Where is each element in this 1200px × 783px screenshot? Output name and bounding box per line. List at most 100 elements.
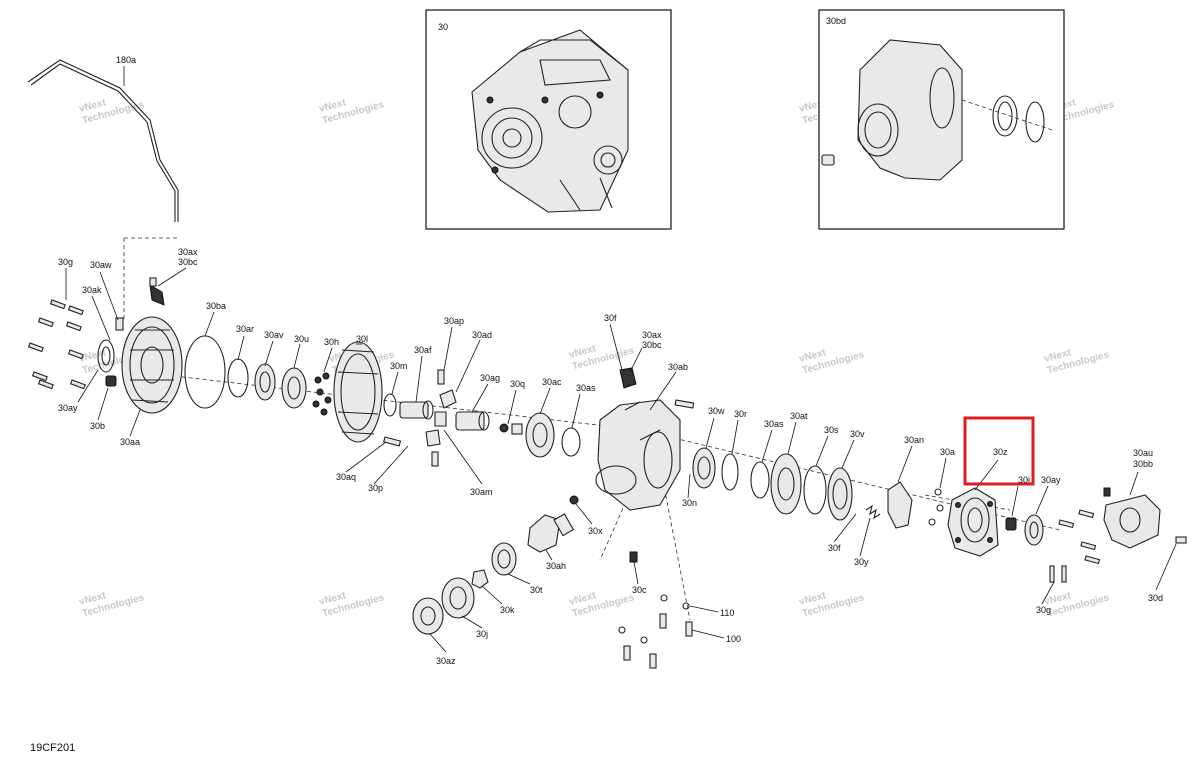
callout-180a[interactable]: 180a [116, 55, 136, 65]
callout-110[interactable]: 110 [720, 608, 734, 618]
differential-case [399, 400, 434, 420]
vent-fitting [115, 317, 124, 331]
callout-30l[interactable]: 30l [356, 334, 368, 344]
callout-30a[interactable]: 30a [940, 447, 955, 457]
bolt-set-right [1049, 509, 1187, 583]
callout-30bc[interactable]: 30bc [178, 257, 198, 267]
callout-30d[interactable]: 30d [1148, 593, 1163, 603]
callout-30av[interactable]: 30av [264, 330, 284, 340]
assembly-axes [123, 237, 1061, 621]
callout-30y[interactable]: 30y [854, 557, 869, 567]
callout-30i[interactable]: 30i [1018, 475, 1030, 485]
callout-30n[interactable]: 30n [682, 498, 697, 508]
ball-bearing [281, 367, 307, 409]
callout-30ah[interactable]: 30ah [546, 561, 566, 571]
callout-30ax[interactable]: 30ax [642, 330, 662, 340]
callout-30ak[interactable]: 30ak [82, 285, 102, 295]
stud-30g [1049, 565, 1055, 583]
pinion-shaft [527, 513, 575, 553]
callout-30p[interactable]: 30p [368, 483, 383, 493]
pinion-bearing [491, 542, 517, 576]
callout-30ag[interactable]: 30ag [480, 373, 500, 383]
spider-pin-bottom [431, 451, 439, 467]
retaining-ring [227, 358, 249, 398]
callout-30x[interactable]: 30x [588, 526, 603, 536]
callout-30c[interactable]: 30c [632, 585, 647, 595]
callout-30g[interactable]: 30g [58, 257, 73, 267]
left-cover [121, 316, 183, 414]
callout-30m[interactable]: 30m [390, 361, 408, 371]
callout-30aw[interactable]: 30aw [90, 260, 112, 270]
drawing-code: 19CF201 [30, 742, 75, 754]
snap-ring [561, 427, 581, 457]
callout-30af[interactable]: 30af [414, 345, 432, 355]
callout-30r[interactable]: 30r [734, 409, 747, 419]
output-seal [692, 447, 716, 489]
callout-30f[interactable]: 30f [604, 313, 617, 323]
callout-30j[interactable]: 30j [476, 629, 488, 639]
inset-label: 30bd [826, 16, 846, 26]
callout-30f[interactable]: 30f [828, 543, 841, 553]
callout-30t[interactable]: 30t [530, 585, 543, 595]
callout-30at[interactable]: 30at [790, 411, 808, 421]
callout-30ay[interactable]: 30ay [1041, 475, 1061, 485]
main-housing [595, 399, 681, 511]
inset-housing-seals: 30bd [818, 9, 1065, 230]
washer [750, 461, 770, 499]
right-seal [1024, 514, 1044, 546]
callout-30ba[interactable]: 30ba [206, 301, 226, 311]
callout-30h[interactable]: 30h [324, 337, 339, 347]
circlip [721, 453, 739, 491]
callout-30ad[interactable]: 30ad [472, 330, 492, 340]
plug-30d [1175, 536, 1187, 544]
side-gear [455, 411, 490, 431]
callout-30b[interactable]: 30b [90, 421, 105, 431]
callout-30ar[interactable]: 30ar [236, 324, 254, 334]
callout-30k[interactable]: 30k [500, 605, 515, 615]
spider-block [434, 411, 447, 427]
callout-30ay[interactable]: 30ay [58, 403, 78, 413]
bolt-set-left [27, 299, 86, 390]
spacer [499, 423, 509, 433]
breather-hose [27, 59, 179, 222]
callout-30ab[interactable]: 30ab [668, 362, 688, 372]
highlighted-callout-30z[interactable]: 30z [993, 447, 1008, 457]
yoke [412, 597, 444, 635]
callout-30aq[interactable]: 30aq [336, 472, 356, 482]
callout-30as[interactable]: 30as [764, 419, 784, 429]
drain-plug [629, 551, 638, 563]
callout-30az[interactable]: 30az [436, 656, 456, 666]
spider-pin-top [437, 369, 445, 385]
parts [27, 59, 1187, 669]
callout-30bc[interactable]: 30bc [642, 340, 662, 350]
callout-30am[interactable]: 30am [470, 487, 493, 497]
callout-30au[interactable]: 30au [1133, 448, 1153, 458]
callout-30ac[interactable]: 30ac [542, 377, 562, 387]
housing-drawing [821, 39, 1053, 181]
callout-labels: 180a 30g 30aw 30ak 30ax 30bc 30ay 30b 30… [58, 55, 1163, 666]
callout-30q[interactable]: 30q [510, 379, 525, 389]
right-bushing [1005, 517, 1017, 531]
callout-30ap[interactable]: 30ap [444, 316, 464, 326]
cross-shaft [383, 436, 402, 447]
small-o-ring [934, 488, 942, 496]
callout-30g[interactable]: 30g [1036, 605, 1051, 615]
callout-30s[interactable]: 30s [824, 425, 839, 435]
callout-30w[interactable]: 30w [708, 406, 725, 416]
callout-30v[interactable]: 30v [850, 429, 865, 439]
actuator-sensor [619, 367, 637, 389]
ring-gear [333, 341, 383, 443]
electric-actuator [1103, 487, 1161, 549]
callout-30aa[interactable]: 30aa [120, 437, 140, 447]
callout-30an[interactable]: 30an [904, 435, 924, 445]
callout-30bb[interactable]: 30bb [1133, 459, 1153, 469]
callout-30ax[interactable]: 30ax [178, 247, 198, 257]
inset-label: 30 [438, 22, 448, 32]
highlight-box[interactable] [963, 416, 1035, 486]
callout-30as[interactable]: 30as [576, 383, 596, 393]
callout-100[interactable]: 100 [726, 634, 741, 644]
callout-30u[interactable]: 30u [294, 334, 309, 344]
spider-gear-bottom [425, 429, 441, 447]
